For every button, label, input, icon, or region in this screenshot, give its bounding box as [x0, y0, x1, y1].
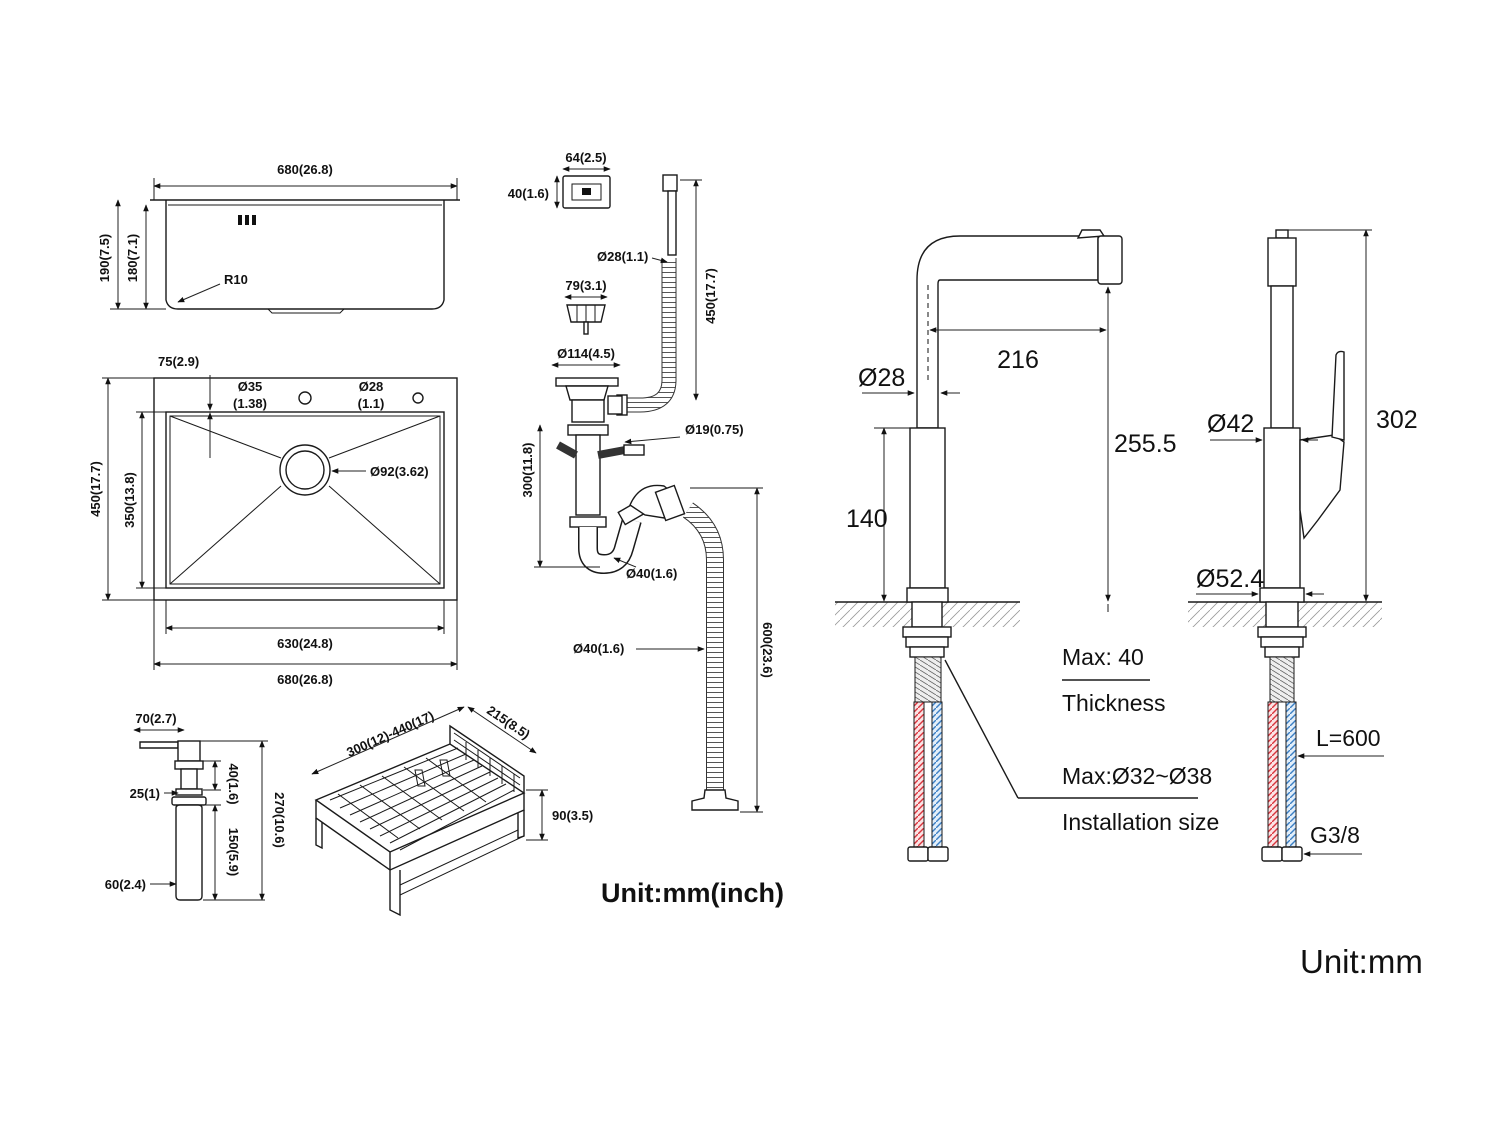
- hole1-inch-label: (1.38): [233, 396, 267, 411]
- sink-side-inner-height-label: 180(7.1): [125, 234, 140, 282]
- faucet-reach-label: 216: [997, 346, 1039, 374]
- body-diameter-label: Ø42: [1207, 410, 1254, 438]
- hot-water-hose: [913, 701, 925, 848]
- basket-width-label: 215(8.5): [484, 703, 533, 743]
- dispenser-pump-head: [177, 740, 201, 762]
- drain-diameter-label: Ø92(3.62): [370, 464, 429, 479]
- sink-drain-inner: [285, 450, 325, 490]
- unit-label-left: Unit:mm(inch): [601, 878, 784, 908]
- pipe-diameter-1-label: Ø40(1.6): [626, 566, 677, 581]
- accessory-hole: [412, 392, 424, 404]
- drain-assembly: Ø28(1.1) 450(17.7) 79(3.1) Ø114(4.5) Ø19…: [520, 174, 775, 813]
- hot-water-hose-side: [1267, 701, 1279, 848]
- sink-side-width-label: 680(26.8): [277, 162, 333, 177]
- thread-size-label: G3/8: [1310, 822, 1360, 848]
- faucet-front-view: Ø28 216 255.5 140 Max: 40 Thickness Max:…: [835, 229, 1219, 862]
- overflow-tube-diameter-label: Ø28(1.1): [597, 249, 648, 264]
- dispenser-bottle-height-label: 150(5.9): [226, 828, 241, 876]
- branch-diameter-label: Ø19(0.75): [685, 422, 744, 437]
- basket-height-label: 90(3.5): [552, 808, 593, 823]
- dispenser-pump-height-label: 40(1.6): [226, 763, 241, 804]
- max-install-label: Max:Ø32~Ø38: [1062, 763, 1212, 789]
- dispenser-total-height-label: 270(10.6): [272, 792, 287, 848]
- hole2-inch-label: (1.1): [358, 396, 385, 411]
- hose-length-side-label: L=600: [1316, 725, 1381, 751]
- basket-length-label: 300(12)-440(17): [344, 708, 436, 760]
- sink-drain-outer: [279, 444, 331, 496]
- overflow-width-label: 64(2.5): [565, 150, 606, 165]
- overflow-tube-length-label: 450(17.7): [703, 268, 718, 324]
- faucet-head-side: [1267, 237, 1297, 287]
- sink-depth-inner-label: 350(13.8): [122, 472, 137, 528]
- sink-depth-outer-label: 450(17.7): [88, 461, 103, 517]
- dispenser-nozzle-label: 70(2.7): [135, 711, 176, 726]
- thickness-caption: Thickness: [1062, 690, 1166, 716]
- cold-water-hose-side: [1285, 701, 1297, 848]
- faucet-spout: [916, 235, 1099, 429]
- hose-outlet: [691, 789, 739, 811]
- drainer-basket: 300(12)-440(17) 215(8.5) 90(3.5): [311, 703, 593, 917]
- dispenser-diameter-label: 60(2.4): [105, 877, 146, 892]
- faucet-handle: [1299, 434, 1345, 540]
- faucet-body-side: [1263, 427, 1301, 589]
- max-thickness-label: Max: 40: [1062, 644, 1144, 670]
- drain-flange: [555, 377, 619, 387]
- base-diameter-label: Ø52.4: [1196, 565, 1264, 593]
- pipe-diameter-2-label: Ø40(1.6): [573, 641, 624, 656]
- faucet-side-view: 302 Ø42 Ø52.4 L=600 G3/8: [1188, 229, 1418, 862]
- sink-side-view: 680(26.8) 190(7.5) 180(7.1) R10: [97, 162, 460, 314]
- hole2-diameter-label: Ø28: [359, 379, 384, 394]
- unit-label-right: Unit:mm: [1300, 943, 1423, 980]
- dispenser-neck-label: 25(1): [130, 786, 160, 801]
- overflow-slot-icon: [238, 215, 256, 225]
- sink-outer-width-label: 680(26.8): [277, 672, 333, 687]
- overflow-height-label: 40(1.6): [508, 186, 549, 201]
- trap-height-label: 300(11.8): [520, 443, 535, 498]
- faucet-hole: [298, 391, 312, 405]
- strainer-diameter-label: 79(3.1): [565, 278, 606, 293]
- sink-offset-label: 75(2.9): [158, 354, 199, 369]
- faucet-total-height-label: 302: [1376, 406, 1418, 434]
- dispenser-bottle: [175, 804, 203, 901]
- soap-dispenser: 70(2.7) 40(1.6) 25(1) 150(5.9) 270(10.6)…: [105, 711, 287, 901]
- flange-diameter-label: Ø114(4.5): [557, 346, 615, 361]
- install-size-caption: Installation size: [1062, 809, 1219, 835]
- basket-rack: [329, 742, 515, 851]
- sink-top-view: 75(2.9) Ø35 (1.38) Ø28 (1.1) Ø92(3.62) 4…: [88, 354, 458, 687]
- cold-water-hose: [931, 701, 943, 848]
- faucet-body-height-label: 140: [846, 505, 888, 533]
- faucet-spout-height-label: 255.5: [1114, 430, 1177, 458]
- hole1-diameter-label: Ø35: [238, 379, 263, 394]
- faucet-body: [909, 427, 946, 589]
- faucet-spray-head: [1097, 235, 1123, 285]
- overflow-cover: 64(2.5) 40(1.6): [508, 150, 611, 209]
- sink-inner-width-label: 630(24.8): [277, 636, 333, 651]
- sink-radius-label: R10: [224, 272, 248, 287]
- sink-side-outer-height-label: 190(7.5): [97, 234, 112, 282]
- hose-length-label: 600(23.6): [760, 622, 775, 678]
- spout-diameter-label: Ø28: [858, 364, 905, 392]
